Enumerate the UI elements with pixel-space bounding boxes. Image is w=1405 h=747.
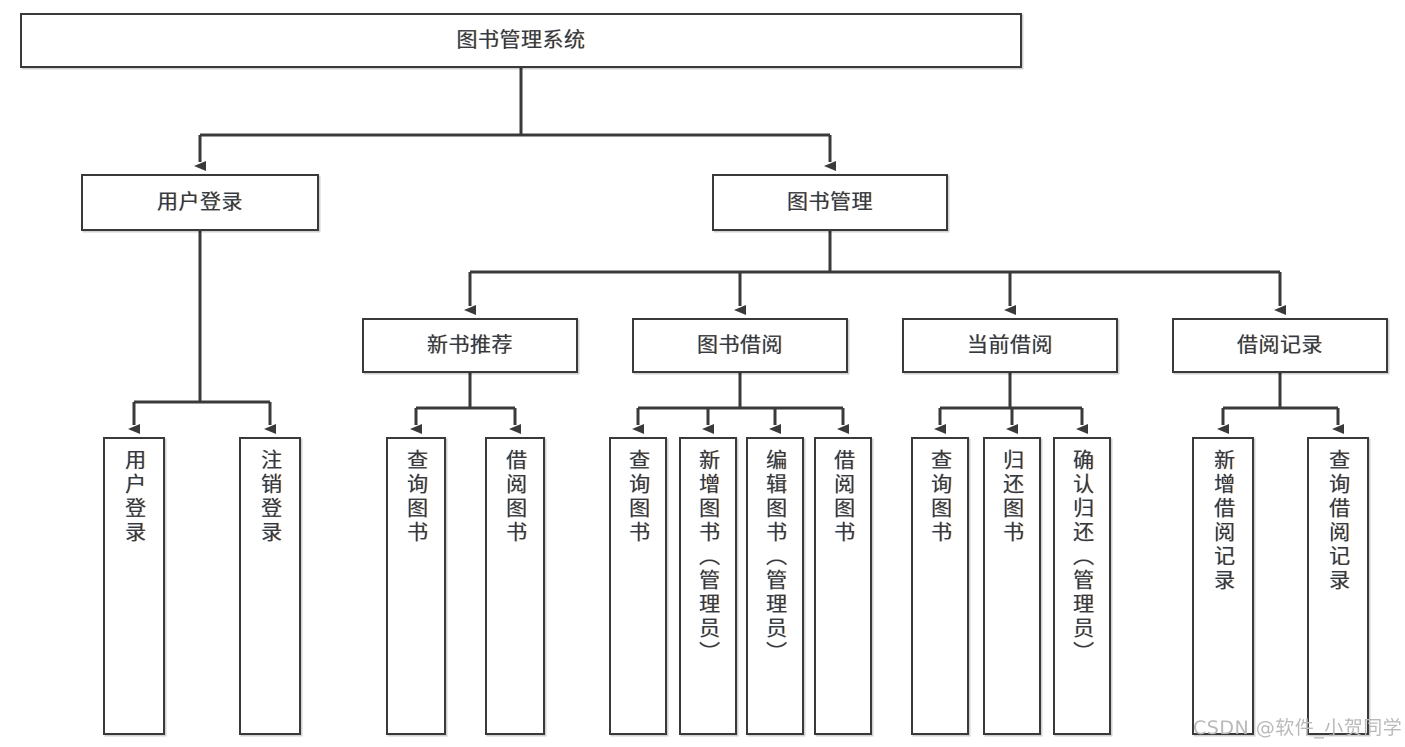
node-leaf-query-record[interactable]: 查询借阅记录 <box>1307 437 1369 735</box>
node-leaf-user-logout[interactable]: 注销登录 <box>239 437 301 735</box>
node-leaf-confirm-return[interactable]: 确认归还（管理员） <box>1053 437 1111 735</box>
node-book-borrow[interactable]: 图书借阅 <box>632 318 848 373</box>
node-label: 用户登录 <box>122 449 147 545</box>
node-leaf-return-book[interactable]: 归还图书 <box>983 437 1041 735</box>
node-leaf-query-book-3[interactable]: 查询图书 <box>911 437 969 735</box>
node-label: 用户登录 <box>157 190 243 215</box>
node-label: 查询图书 <box>626 449 651 545</box>
node-label: 查询图书 <box>928 449 953 545</box>
node-label: 确认归还（管理员） <box>1070 449 1095 665</box>
node-label: 编辑图书（管理员） <box>763 449 788 665</box>
node-leaf-query-book-2[interactable]: 查询图书 <box>609 437 667 735</box>
node-label: 图书管理系统 <box>456 28 586 53</box>
node-label: 借阅图书 <box>831 449 856 545</box>
node-root-system[interactable]: 图书管理系统 <box>20 13 1022 68</box>
node-label: 归还图书 <box>1000 449 1025 545</box>
node-label: 借阅记录 <box>1237 333 1323 358</box>
node-label: 图书管理 <box>787 190 873 215</box>
node-label: 新书推荐 <box>427 333 513 358</box>
node-label: 注销登录 <box>258 449 283 545</box>
node-book-manage[interactable]: 图书管理 <box>712 174 948 231</box>
node-leaf-borrow-book-1[interactable]: 借阅图书 <box>485 437 545 735</box>
node-label: 新增借阅记录 <box>1211 449 1236 593</box>
node-label: 当前借阅 <box>967 333 1053 358</box>
node-leaf-user-login[interactable]: 用户登录 <box>103 437 165 735</box>
node-label: 查询图书 <box>404 449 429 545</box>
node-leaf-query-book-1[interactable]: 查询图书 <box>386 437 446 735</box>
node-label: 借阅图书 <box>503 449 528 545</box>
watermark-text: CSDN @软件_小贺同学 <box>1193 717 1403 739</box>
node-leaf-add-record[interactable]: 新增借阅记录 <box>1192 437 1254 735</box>
node-current-borrow[interactable]: 当前借阅 <box>902 318 1118 373</box>
node-leaf-edit-book[interactable]: 编辑图书（管理员） <box>746 437 804 735</box>
node-label: 查询借阅记录 <box>1326 449 1351 593</box>
node-label: 图书借阅 <box>697 333 783 358</box>
node-leaf-add-book[interactable]: 新增图书（管理员） <box>679 437 737 735</box>
node-new-book-rec[interactable]: 新书推荐 <box>362 318 578 373</box>
node-borrow-record[interactable]: 借阅记录 <box>1172 318 1388 373</box>
node-leaf-borrow-book-2[interactable]: 借阅图书 <box>814 437 872 735</box>
node-user-login[interactable]: 用户登录 <box>81 174 319 231</box>
node-label: 新增图书（管理员） <box>696 449 721 665</box>
